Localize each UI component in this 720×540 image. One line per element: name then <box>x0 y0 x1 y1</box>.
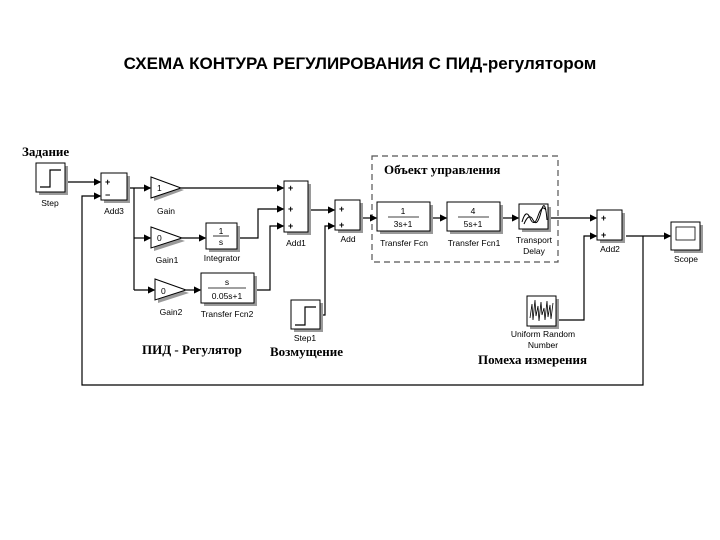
integrator-den: s <box>219 237 223 247</box>
gain1-value: 0 <box>157 233 162 243</box>
uniform-random-label-2: Number <box>528 340 558 350</box>
transport-delay-label-1: Transport <box>516 235 553 245</box>
step1-block[interactable]: Step1 <box>290 299 323 343</box>
gain-block[interactable]: 1 Gain <box>150 176 184 216</box>
integrator-num: 1 <box>219 226 224 236</box>
add-sign-2: + <box>339 220 344 230</box>
disturbance-annotation: Возмущение <box>270 344 343 359</box>
add2-block[interactable]: + + Add2 <box>596 209 625 254</box>
step1-label: Step1 <box>294 333 316 343</box>
add2-sign-1: + <box>601 213 606 223</box>
transfer-fcn1-label: Transfer Fcn1 <box>448 238 501 248</box>
gain2-value: 0 <box>161 286 166 296</box>
page-title: СХЕМА КОНТУРА РЕГУЛИРОВАНИЯ С ПИД-регуля… <box>123 54 597 73</box>
add-label: Add <box>340 234 355 244</box>
add2-label: Add2 <box>600 244 620 254</box>
pid-annotation: ПИД - Регулятор <box>142 342 242 357</box>
add3-sign-1: + <box>105 177 110 187</box>
add1-sign-2: + <box>288 204 293 214</box>
transport-delay-block[interactable]: Transport Delay <box>516 203 553 256</box>
transfer-fcn2-label: Transfer Fcn2 <box>201 309 254 319</box>
transfer-fcn-block[interactable]: 1 3s+1 Transfer Fcn <box>376 201 433 248</box>
step-block[interactable]: Step <box>35 162 68 208</box>
add2-sign-2: + <box>601 230 606 240</box>
integrator-label: Integrator <box>204 253 241 263</box>
transfer-fcn2-block[interactable]: s 0.05s+1 Transfer Fcn2 <box>200 272 257 319</box>
step-label: Step <box>41 198 59 208</box>
transfer-fcn2-num: s <box>225 277 229 287</box>
integrator-block[interactable]: 1 s Integrator <box>204 222 241 263</box>
add1-sign-3: + <box>288 221 293 231</box>
uniform-random-block[interactable]: Uniform Random Number <box>511 295 575 350</box>
gain-label: Gain <box>157 206 175 216</box>
step1-icon <box>295 306 316 326</box>
random-signal-icon <box>529 299 554 322</box>
transfer-fcn2-den: 0.05s+1 <box>212 291 243 301</box>
gain2-block[interactable]: 0 Gain2 <box>154 278 189 317</box>
uniform-random-label-1: Uniform Random <box>511 329 575 339</box>
add3-sign-2: − <box>105 190 110 200</box>
gain2-label: Gain2 <box>160 307 183 317</box>
setpoint-annotation: Задание <box>22 144 69 159</box>
scope-label: Scope <box>674 254 698 264</box>
scope-block[interactable]: Scope <box>670 221 703 264</box>
gain1-label: Gain1 <box>156 255 179 265</box>
noise-annotation: Помеха измерения <box>478 352 587 367</box>
add3-block[interactable]: + − Add3 <box>100 172 130 216</box>
add3-label: Add3 <box>104 206 124 216</box>
add-block[interactable]: + + Add <box>334 199 363 244</box>
gain1-block[interactable]: 0 Gain1 <box>150 226 185 265</box>
transfer-fcn-den: 3s+1 <box>394 219 413 229</box>
transport-delay-label-2: Delay <box>523 246 545 256</box>
add1-block[interactable]: + + + Add1 <box>283 180 311 248</box>
gain-value: 1 <box>157 183 162 193</box>
transfer-fcn-label: Transfer Fcn <box>380 238 428 248</box>
add1-sign-1: + <box>288 183 293 193</box>
transfer-fcn-num: 1 <box>401 206 406 216</box>
plant-boundary <box>371 155 559 263</box>
transfer-fcn1-num: 4 <box>471 206 476 216</box>
step-icon <box>40 169 61 188</box>
transfer-fcn1-den: 5s+1 <box>464 219 483 229</box>
add-sign-1: + <box>339 204 344 214</box>
add1-label: Add1 <box>286 238 306 248</box>
plant-annotation: Объект управления <box>384 162 500 177</box>
scope-screen-icon <box>675 226 696 241</box>
transfer-fcn1-block[interactable]: 4 5s+1 Transfer Fcn1 <box>446 201 503 248</box>
